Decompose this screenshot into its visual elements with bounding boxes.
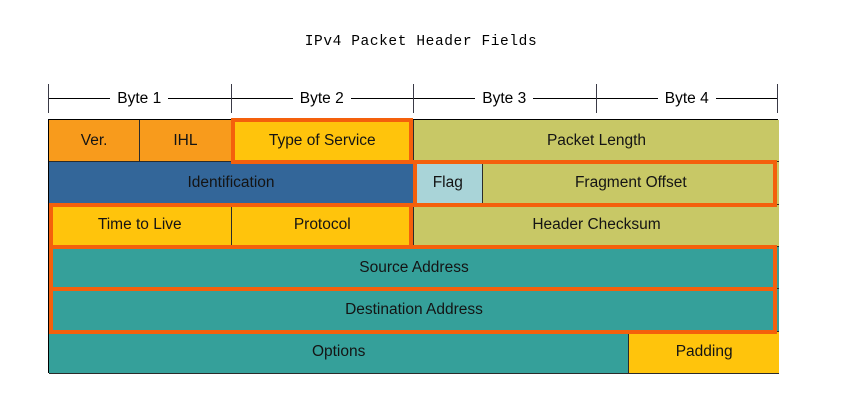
ruler-segment-byte-4: Byte 4 bbox=[595, 84, 778, 114]
ruler-segment-byte-3: Byte 3 bbox=[413, 84, 596, 114]
ruler-label-byte-2: Byte 2 bbox=[292, 91, 351, 107]
field-cell-ver[interactable]: Ver. bbox=[49, 120, 141, 163]
field-cell-options[interactable]: Options bbox=[49, 331, 630, 374]
field-cell-header-checksum[interactable]: Header Checksum bbox=[414, 204, 779, 247]
ruler-segment-byte-1: Byte 1 bbox=[48, 84, 231, 114]
field-cell-flag[interactable]: Flag bbox=[414, 162, 483, 205]
field-cell-time-to-live[interactable]: Time to Live bbox=[49, 204, 232, 247]
field-cell-packet-length[interactable]: Packet Length bbox=[414, 120, 779, 163]
header-row: Destination Address bbox=[49, 289, 779, 332]
byte-ruler: Byte 1 Byte 2 Byte 3 Byte 4 bbox=[48, 84, 778, 114]
field-cell-protocol[interactable]: Protocol bbox=[231, 204, 414, 247]
field-cell-destination-address[interactable]: Destination Address bbox=[49, 289, 779, 332]
ruler-tick-2 bbox=[413, 84, 414, 113]
field-cell-type-of-service[interactable]: Type of Service bbox=[231, 120, 414, 163]
ruler-segment-byte-2: Byte 2 bbox=[230, 84, 413, 114]
ruler-tick-1 bbox=[230, 84, 232, 113]
ruler-label-byte-1: Byte 1 bbox=[110, 91, 169, 107]
ruler-label-byte-4: Byte 4 bbox=[657, 91, 716, 107]
field-cell-identification[interactable]: Identification bbox=[49, 162, 414, 205]
ruler-label-byte-3: Byte 3 bbox=[475, 91, 534, 107]
ruler-tick-3 bbox=[595, 84, 597, 113]
field-cell-padding[interactable]: Padding bbox=[629, 331, 779, 374]
field-cell-fragment-offset[interactable]: Fragment Offset bbox=[482, 162, 779, 205]
ruler-tick-4 bbox=[777, 84, 778, 113]
header-row: Source Address bbox=[49, 247, 779, 290]
ruler-tick-0 bbox=[48, 84, 49, 113]
field-cell-ihl[interactable]: IHL bbox=[140, 120, 232, 163]
page-title: IPv4 Packet Header Fields bbox=[304, 34, 538, 50]
field-cell-source-address[interactable]: Source Address bbox=[49, 247, 779, 290]
